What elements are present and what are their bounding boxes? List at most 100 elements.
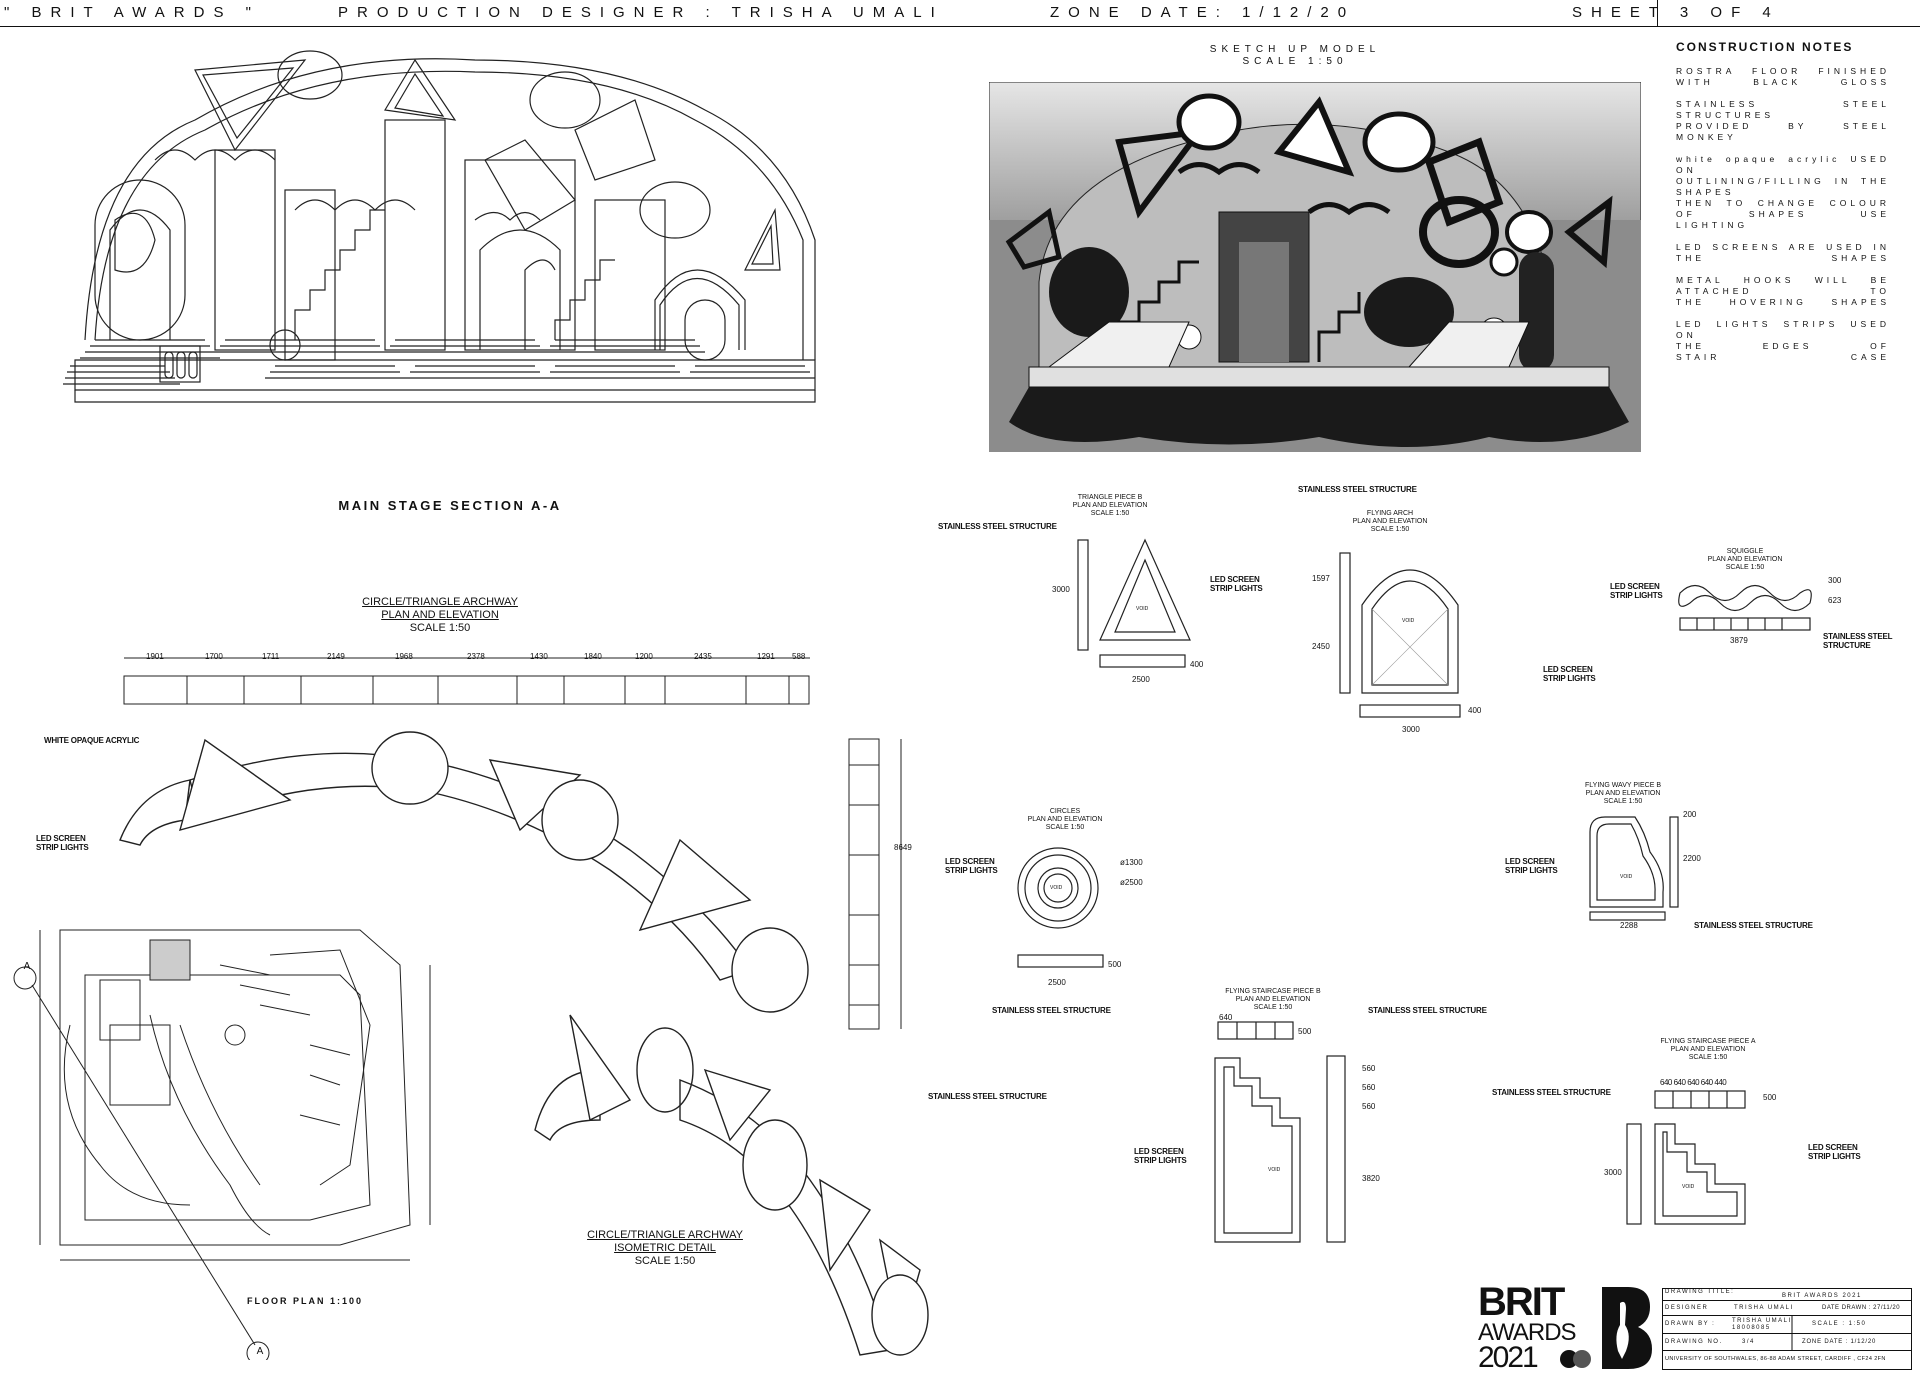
squiggle-d1: 300 bbox=[1828, 576, 1842, 585]
logo-year: 2021 bbox=[1478, 1341, 1539, 1374]
stair-b-void: VOID bbox=[1268, 1167, 1281, 1173]
stair-b-width: 640 bbox=[1219, 1013, 1233, 1022]
stair-a-height: 3000 bbox=[1604, 1168, 1622, 1177]
flying-arch-h2: 2450 bbox=[1312, 642, 1330, 651]
tb-student-no: 18008085 bbox=[1732, 1325, 1771, 1331]
logo-brit: BRIT bbox=[1478, 1280, 1565, 1324]
circles-void: VOID bbox=[1050, 885, 1063, 891]
tb-drawing-title-label: DRAWING TITLE: bbox=[1665, 1289, 1735, 1295]
stair-a-dim-2: 640 bbox=[1673, 1078, 1686, 1087]
brit-awards-logo: BRIT AWARDS 2021 bbox=[1478, 1280, 1658, 1374]
sketchup-title-block: SKETCH UP MODEL SCALE 1:50 bbox=[1180, 44, 1410, 68]
stair-a-dims: 640 640 640 640 440 bbox=[1660, 1078, 1727, 1087]
squiggle-title-3: SCALE 1:50 bbox=[1725, 564, 1765, 571]
archway-led-label-2: STRIP LIGHTS bbox=[36, 843, 89, 852]
archway-dim-8: 1840 bbox=[584, 652, 602, 661]
logo-awards: AWARDS bbox=[1478, 1319, 1577, 1346]
construction-note-5: METAL HOOKS WILL BE ATTACHED TO THE HOVE… bbox=[1676, 275, 1890, 307]
wavy-b-title-1: FLYING WAVY PIECE B bbox=[1585, 782, 1661, 789]
construction-notes-title: CONSTRUCTION NOTES bbox=[1676, 40, 1854, 54]
header-sheet: SHEET 3 OF 4 bbox=[1572, 4, 1780, 21]
header-project: " BRIT AWARDS " bbox=[4, 4, 260, 21]
triangle-b-led-1: LED SCREEN bbox=[1210, 575, 1260, 584]
stair-a-dim-4: 640 bbox=[1700, 1078, 1713, 1087]
triangle-b-led-label: LED SCREEN STRIP LIGHTS bbox=[1210, 575, 1263, 593]
archway-isometric-drawing bbox=[534, 1014, 929, 1356]
archway-dim-4: 2149 bbox=[327, 652, 345, 661]
iso-steel-label: STAINLESS STEEL STRUCTURE bbox=[928, 1092, 1047, 1101]
squiggle-led-1: LED SCREEN bbox=[1610, 582, 1660, 591]
stair-a-led-2: STRIP LIGHTS bbox=[1808, 1152, 1861, 1161]
wavy-b-led-label: LED SCREEN STRIP LIGHTS bbox=[1505, 857, 1558, 875]
triangle-b-steel-label: STAINLESS STEEL STRUCTURE bbox=[938, 522, 1057, 531]
stair-a-dim-1: 640 bbox=[1660, 1078, 1672, 1087]
stair-b-height: 3820 bbox=[1362, 1174, 1380, 1183]
stair-b-title: FLYING STAIRCASE PIECE B PLAN AND ELEVAT… bbox=[1213, 988, 1333, 1012]
archway-iso-title-1: CIRCLE/TRIANGLE ARCHWAY bbox=[587, 1229, 743, 1241]
construction-note-1: ROSTRA FLOOR FINISHED WITH BLACK GLOSS bbox=[1676, 66, 1890, 87]
flying-arch-led-1: LED SCREEN bbox=[1543, 665, 1593, 674]
squiggle-led-2: STRIP LIGHTS bbox=[1610, 591, 1663, 600]
tb-drawn-by: TRISHA UMALI bbox=[1732, 1318, 1792, 1324]
logo-circles-icon bbox=[1560, 1350, 1591, 1368]
archway-plan-title-2: PLAN AND ELEVATION bbox=[381, 609, 499, 621]
archway-side-elevation bbox=[848, 738, 902, 1030]
squiggle-title-1: SQUIGGLE bbox=[1726, 548, 1764, 555]
archway-plan-strip bbox=[123, 657, 810, 705]
floor-plan-title: FLOOR PLAN 1:100 bbox=[246, 1296, 363, 1306]
stair-a-depth: 500 bbox=[1763, 1093, 1777, 1102]
tb-zone-date: ZONE DATE : 1/12/20 bbox=[1802, 1339, 1877, 1345]
triangle-b-title-3: SCALE 1:50 bbox=[1090, 510, 1130, 517]
stair-b-steel-label: STAINLESS STEEL STRUCTURE bbox=[1368, 1006, 1487, 1015]
wavy-b-d1: 200 bbox=[1683, 810, 1697, 819]
flying-arch-width: 3000 bbox=[1402, 725, 1420, 734]
floor-plan-drawing bbox=[13, 929, 431, 1360]
tb-drawn-by-label: DRAWN BY : bbox=[1665, 1321, 1716, 1327]
wavy-b-width: 2288 bbox=[1620, 921, 1638, 930]
flying-arch-void: VOID bbox=[1402, 618, 1415, 624]
stair-b-step-3: 560 bbox=[1362, 1102, 1376, 1111]
triangle-b-title-2: PLAN AND ELEVATION bbox=[1072, 502, 1148, 509]
wavy-b-led-2: STRIP LIGHTS bbox=[1505, 866, 1558, 875]
archway-iso-title: CIRCLE/TRIANGLE ARCHWAY ISOMETRIC DETAIL… bbox=[570, 1229, 760, 1268]
circles-led-2: STRIP LIGHTS bbox=[945, 866, 998, 875]
circles-led-1: LED SCREEN bbox=[945, 857, 995, 866]
archway-dim-9: 1200 bbox=[635, 652, 653, 661]
triangle-b-height: 3000 bbox=[1052, 585, 1070, 594]
circles-width: 2500 bbox=[1048, 978, 1066, 987]
circles-drawing bbox=[1017, 847, 1104, 968]
construction-note-4: LED SCREENS ARE USED IN THE SHAPES bbox=[1676, 242, 1890, 263]
flying-arch-drawing bbox=[1339, 552, 1461, 718]
flying-arch-led-2: STRIP LIGHTS bbox=[1543, 674, 1596, 683]
stair-a-led-label: LED SCREEN STRIP LIGHTS bbox=[1808, 1143, 1861, 1161]
tb-drawing-no: 3/4 bbox=[1742, 1339, 1755, 1345]
flying-arch-title-2: PLAN AND ELEVATION bbox=[1352, 518, 1428, 525]
circles-title-2: PLAN AND ELEVATION bbox=[1027, 816, 1103, 823]
tb-row-drawing-no: DRAWING NO. 3/4 ZONE DATE : 1/12/20 bbox=[1662, 1334, 1912, 1351]
construction-note-3: white opaque acrylic USED ON OUTLINING/F… bbox=[1676, 154, 1890, 230]
stair-a-void: VOID bbox=[1682, 1184, 1695, 1190]
triangle-b-width: 2500 bbox=[1132, 675, 1150, 684]
stair-b-step-2: 560 bbox=[1362, 1083, 1376, 1092]
wavy-b-void: VOID bbox=[1620, 874, 1633, 880]
archway-dim-11: 1291 bbox=[757, 652, 775, 661]
stair-a-steel-label: STAINLESS STEEL STRUCTURE bbox=[1492, 1088, 1611, 1097]
squiggle-title: SQUIGGLE PLAN AND ELEVATION SCALE 1:50 bbox=[1700, 548, 1790, 572]
triangle-b-void: VOID bbox=[1136, 606, 1149, 612]
circles-d2: ø2500 bbox=[1120, 878, 1143, 887]
archway-dim-6: 2378 bbox=[467, 652, 485, 661]
circles-d1: ø1300 bbox=[1120, 858, 1143, 867]
squiggle-d2: 623 bbox=[1828, 596, 1842, 605]
archway-dim-7: 1430 bbox=[530, 652, 548, 661]
squiggle-width: 3879 bbox=[1730, 636, 1748, 645]
wavy-b-title-2: PLAN AND ELEVATION bbox=[1585, 790, 1661, 797]
floor-plan-marker-top: A bbox=[23, 961, 31, 972]
flying-arch-h1: 1597 bbox=[1312, 574, 1330, 583]
stair-b-step-1: 560 bbox=[1362, 1064, 1376, 1073]
archway-dim-3: 1711 bbox=[262, 652, 280, 661]
stair-a-led-1: LED SCREEN bbox=[1808, 1143, 1858, 1152]
header-designer: PRODUCTION DESIGNER : TRISHA UMALI bbox=[338, 4, 944, 21]
main-stage-section-title: MAIN STAGE SECTION A-A bbox=[338, 498, 562, 513]
header-rule bbox=[0, 26, 1920, 27]
